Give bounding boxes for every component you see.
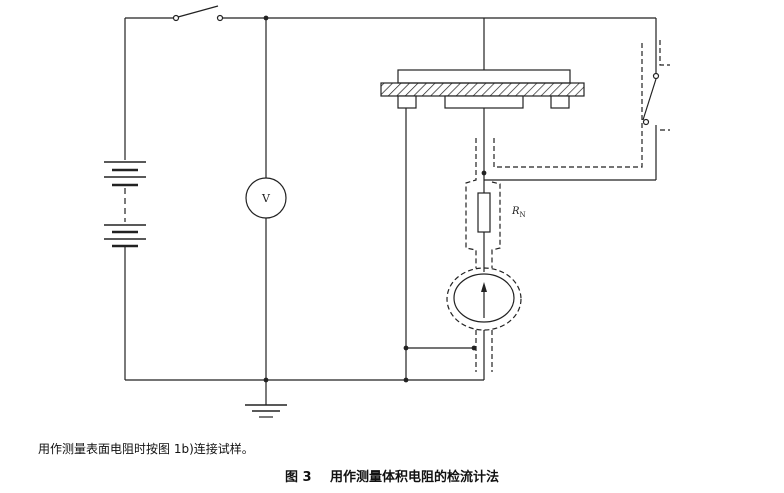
resistor-label: RN [511, 206, 526, 219]
circuit-diagram: V RN [104, 5, 670, 418]
usage-note: 用作测量表面电阻时按图 1b)连接试样。 [38, 442, 254, 456]
battery [104, 161, 146, 248]
figure-title: 用作测量体积电阻的检流计法 [330, 470, 500, 485]
resistor-shield [465, 138, 501, 268]
voltmeter [245, 177, 287, 219]
voltmeter-label: V [261, 192, 271, 205]
ground-symbol [245, 380, 287, 418]
figure-number: 图 3 [284, 470, 312, 485]
galvanometer-shield [446, 267, 522, 331]
resistor-subscript: N [520, 211, 526, 219]
main-switch [125, 5, 656, 22]
changeover-switch [484, 18, 660, 181]
specimen-electrodes [380, 18, 585, 109]
figure-caption: 图 3 用作测量体积电阻的检流计法 [0, 466, 784, 485]
junction-dots [263, 15, 487, 383]
shunt-resistor [477, 192, 491, 233]
galvanometer [453, 273, 515, 323]
resistor-symbol: R [511, 206, 520, 217]
